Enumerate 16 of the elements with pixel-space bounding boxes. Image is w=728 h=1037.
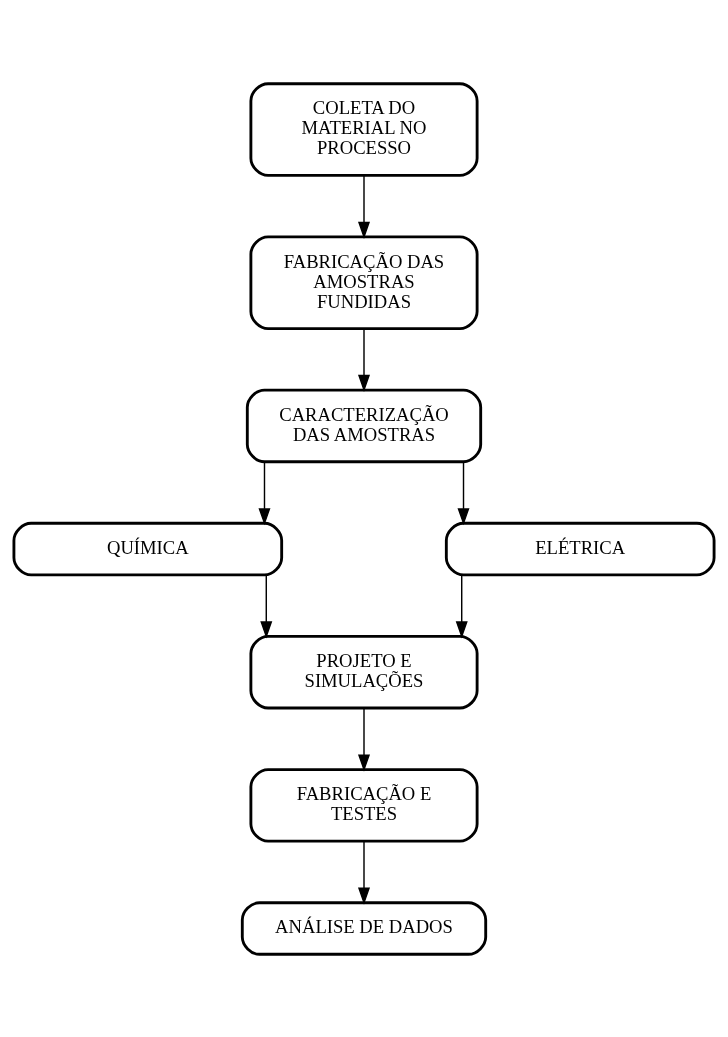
node-box: FABRICAÇÃO E TESTES	[249, 767, 479, 843]
arrow	[358, 707, 370, 772]
arrow	[258, 461, 271, 525]
node-box: PROJETO E SIMULAÇÕES	[249, 634, 479, 709]
arrow	[358, 327, 370, 392]
arrow	[260, 573, 273, 638]
arrow	[358, 840, 370, 905]
arrow	[455, 573, 468, 638]
node-box: ELÉTRICA	[444, 521, 716, 576]
node-box: COLETA DO MATERIAL NO PROCESSO	[249, 81, 479, 177]
node-box: ANÁLISE DE DADOS	[240, 900, 488, 956]
arrow	[358, 174, 370, 239]
node-box: CARACTERIZAÇÃO DAS AMOSTRAS	[245, 388, 483, 463]
arrow	[457, 461, 470, 525]
node-box: FABRICAÇÃO DAS AMOSTRAS FUNDIDAS	[249, 235, 479, 330]
node-box: QUÍMICA	[12, 521, 284, 576]
